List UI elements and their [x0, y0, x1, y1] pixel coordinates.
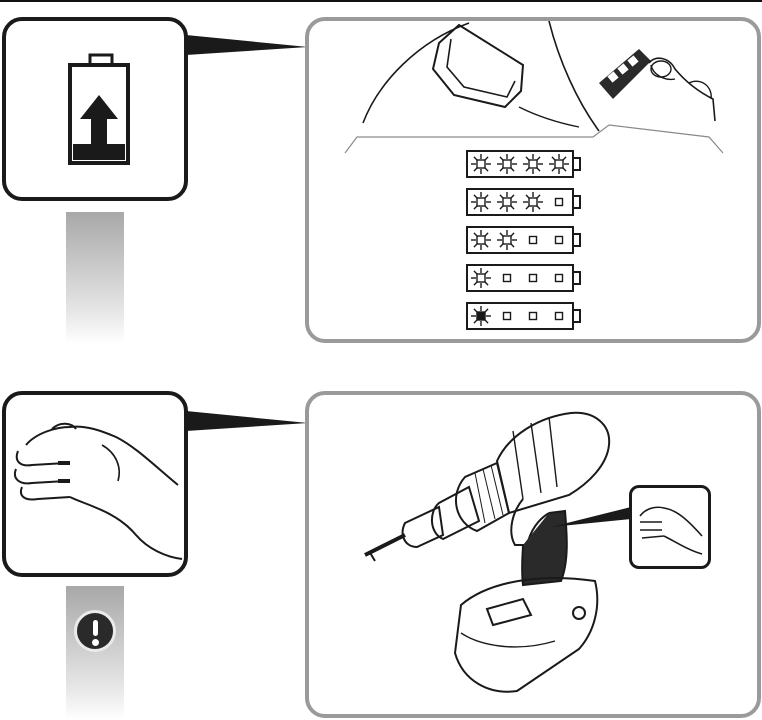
led-off-icon	[530, 237, 537, 244]
led-lit-icon	[523, 192, 543, 212]
led-lit-icon	[497, 192, 517, 212]
led-off-icon	[556, 199, 563, 206]
exclamation-icon	[74, 610, 116, 652]
led-off-icon	[556, 313, 563, 320]
battery-tip	[573, 310, 580, 322]
grip-inset	[629, 485, 711, 569]
indicator-row	[465, 187, 585, 217]
led-lit-icon	[471, 192, 491, 212]
led-off-icon	[530, 275, 537, 282]
indicator-row	[465, 149, 585, 179]
hand-inset-icon	[632, 488, 708, 566]
battery-indicator-scene	[305, 17, 761, 343]
led-off-icon	[556, 237, 563, 244]
led-lit-icon	[497, 154, 517, 174]
led-lit-icon	[549, 154, 569, 174]
battery-tip	[573, 158, 580, 170]
led-lit-icon	[497, 230, 517, 250]
led-lit-icon	[471, 154, 491, 174]
battery-tip	[573, 196, 580, 208]
led-off-icon	[530, 313, 537, 320]
led-lit-icon	[471, 306, 491, 326]
led-lit-icon	[471, 268, 491, 288]
battery-icon-panel	[2, 17, 188, 201]
indicator-row	[465, 225, 585, 255]
step-gradient-bar	[66, 212, 124, 344]
indicator-row	[465, 301, 585, 331]
led-off-icon	[504, 275, 511, 282]
hand-grip-icon	[6, 395, 184, 573]
drill-grip-scene	[305, 391, 761, 718]
battery-charging-icon	[6, 21, 184, 197]
indicator-row	[465, 263, 585, 293]
led-off-icon	[556, 275, 563, 282]
top-rule	[0, 0, 762, 2]
hand-icon-panel	[2, 391, 188, 577]
warning-gradient-bar	[66, 586, 124, 720]
led-off-icon	[504, 313, 511, 320]
battery-tip	[573, 234, 580, 246]
led-lit-icon	[523, 154, 543, 174]
callout-wedge	[186, 35, 308, 61]
led-lit-icon	[471, 230, 491, 250]
callout-wedge	[186, 411, 308, 437]
battery-tip	[573, 272, 580, 284]
